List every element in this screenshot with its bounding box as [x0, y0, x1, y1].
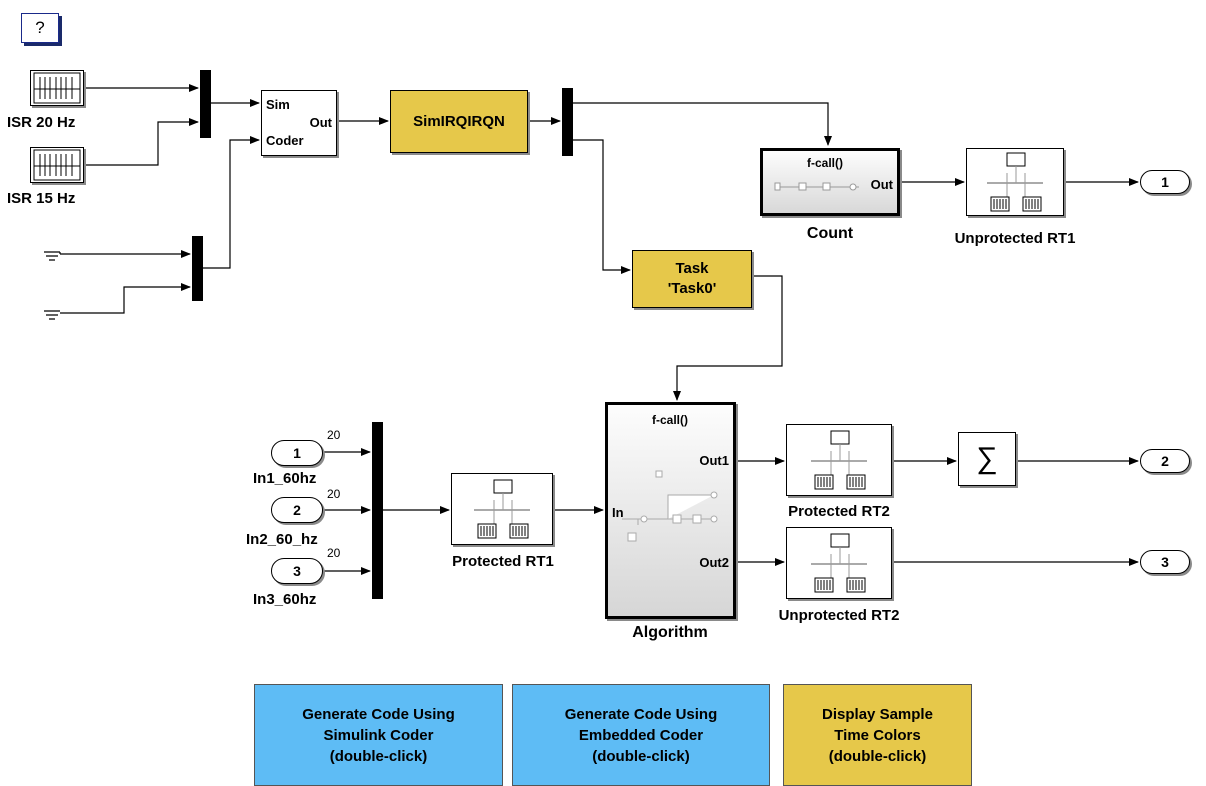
- algorithm-in-label: In: [612, 505, 624, 520]
- generate-simulink-coder-label: Generate Code Using Simulink Coder (doub…: [302, 705, 455, 765]
- sum-block[interactable]: ∑: [958, 432, 1016, 486]
- display-sample-time-colors-label: Display Sample Time Colors (double-click…: [822, 705, 933, 765]
- outport-3-number: 3: [1161, 554, 1169, 570]
- subsystem-preview-icon: [622, 470, 718, 542]
- count-caption: Count: [806, 225, 854, 242]
- inport-3-number: 3: [293, 563, 301, 579]
- inport-3[interactable]: 3: [271, 558, 323, 584]
- sim-irq-label: SimIRQIRQN: [413, 113, 505, 130]
- sim-port-label: Sim: [266, 97, 290, 112]
- isr-15hz-label: ISR 15 Hz: [7, 190, 76, 207]
- protected-rt2-caption: Protected RT2: [788, 503, 890, 520]
- outport-2-number: 2: [1161, 453, 1169, 469]
- generate-embedded-coder-button[interactable]: Generate Code Using Embedded Coder (doub…: [512, 684, 770, 786]
- protected-rt2-block[interactable]: [786, 424, 892, 496]
- rate-transition-icon: [811, 430, 867, 490]
- protected-rt1-caption: Protected RT1: [452, 553, 554, 570]
- algorithm-out2-label: Out2: [699, 555, 729, 570]
- mux-bar[interactable]: [200, 70, 211, 138]
- inport-1[interactable]: 1: [271, 440, 323, 466]
- algorithm-caption: Algorithm: [632, 624, 708, 641]
- isr-20hz-label: ISR 20 Hz: [7, 114, 76, 131]
- algorithm-subsystem[interactable]: f-call() Out1 In Out2: [605, 402, 736, 619]
- ground-icon[interactable]: [40, 244, 62, 264]
- algorithm-fcall-label: f-call(): [652, 413, 688, 427]
- unprotected-rt1-block[interactable]: [966, 148, 1064, 216]
- unprotected-rt2-block[interactable]: [786, 527, 892, 599]
- generate-simulink-coder-button[interactable]: Generate Code Using Simulink Coder (doub…: [254, 684, 503, 786]
- interrupt-icon: [33, 72, 81, 104]
- inport-3-label: In3_60hz: [253, 591, 317, 608]
- task-name-label: 'Task0': [667, 280, 717, 297]
- inport-2[interactable]: 2: [271, 497, 323, 523]
- inport-3-rate: 20: [327, 546, 341, 560]
- subsystem-preview-icon: [774, 182, 859, 191]
- rate-transition-icon: [811, 533, 867, 593]
- count-subsystem[interactable]: f-call() Out: [760, 148, 900, 216]
- outport-2[interactable]: 2: [1140, 449, 1190, 473]
- sim-irq-block[interactable]: SimIRQIRQN: [390, 90, 528, 153]
- task-label: Task: [675, 260, 709, 277]
- inport-2-rate: 20: [327, 487, 341, 501]
- unprotected-rt2-caption: Unprotected RT2: [778, 607, 900, 624]
- mux-bar[interactable]: [372, 422, 383, 599]
- help-button-label: ?: [35, 18, 45, 37]
- inport-1-number: 1: [293, 445, 301, 461]
- protected-rt1-block[interactable]: [451, 473, 553, 545]
- count-fcall-label: f-call(): [807, 156, 843, 170]
- help-button[interactable]: ?: [21, 13, 59, 43]
- inport-2-label: In2_60_hz: [246, 531, 318, 548]
- algorithm-out1-label: Out1: [699, 453, 729, 468]
- inport-2-number: 2: [293, 502, 301, 518]
- isr-15hz-block[interactable]: [30, 147, 84, 183]
- sum-icon: ∑: [976, 442, 998, 475]
- mux-bar[interactable]: [192, 236, 203, 301]
- inport-1-rate: 20: [327, 428, 341, 442]
- outport-1-number: 1: [1161, 174, 1169, 190]
- rate-transition-icon: [987, 152, 1043, 212]
- ground-icon[interactable]: [40, 303, 62, 323]
- rate-transition-icon: [474, 479, 530, 539]
- outport-3[interactable]: 3: [1140, 550, 1190, 574]
- demux-bar[interactable]: [562, 88, 573, 156]
- display-sample-time-colors-button[interactable]: Display Sample Time Colors (double-click…: [783, 684, 972, 786]
- outport-1[interactable]: 1: [1140, 170, 1190, 194]
- task-block[interactable]: Task 'Task0': [632, 250, 752, 308]
- coder-port-label: Coder: [266, 133, 304, 148]
- unprotected-rt1-caption: Unprotected RT1: [954, 230, 1076, 247]
- generate-embedded-coder-label: Generate Code Using Embedded Coder (doub…: [564, 705, 718, 765]
- inport-1-label: In1_60hz: [253, 470, 317, 487]
- count-out-label: Out: [870, 177, 893, 192]
- isr-20hz-block[interactable]: [30, 70, 84, 106]
- interrupt-icon: [33, 149, 81, 181]
- out-port-label: Out: [309, 115, 332, 130]
- sim-coder-block[interactable]: Sim Out Coder: [261, 90, 337, 156]
